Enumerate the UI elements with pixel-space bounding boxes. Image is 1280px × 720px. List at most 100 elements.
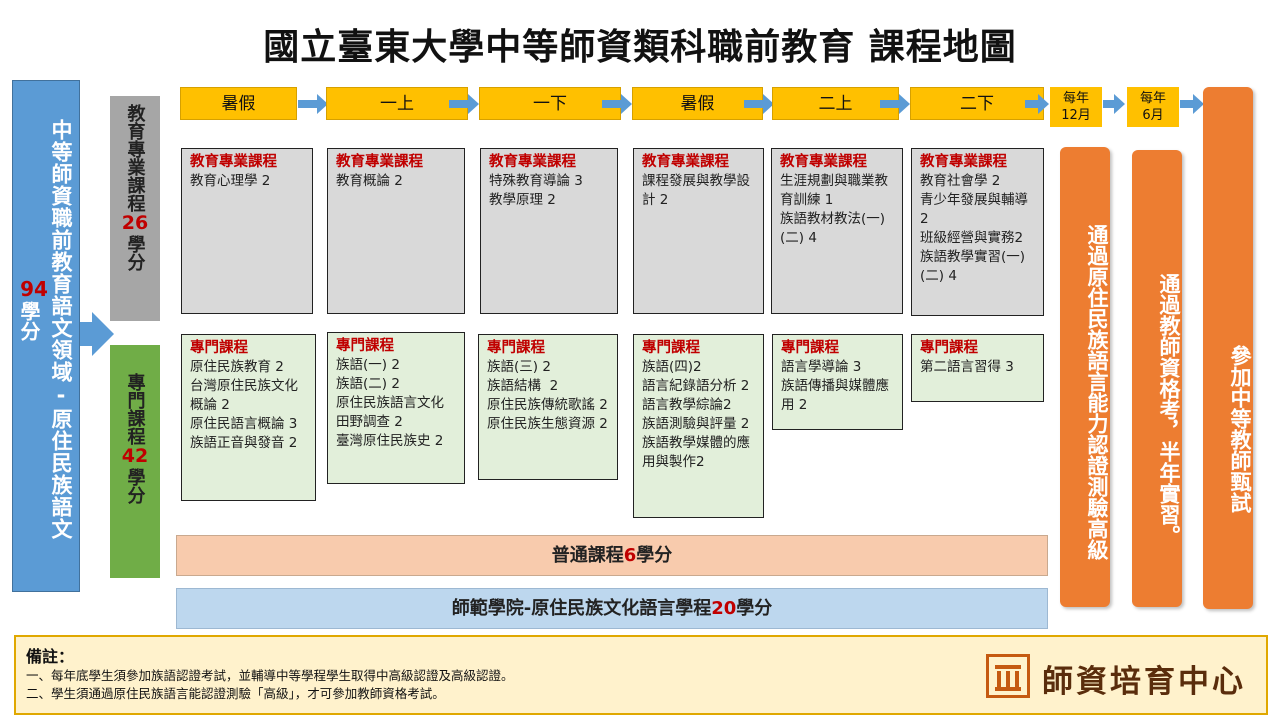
professional-course-header: 專門課程 [190, 340, 248, 356]
professional-course-box: 專門課程第二語言習得 3 [911, 334, 1044, 402]
education-course-item: 青少年發展與輔導2 [920, 192, 1028, 227]
milestone-teacher-exam-label: 通過教師資格考，半年實習。 [1157, 273, 1181, 546]
timeline-june-line1: 每年 [1139, 91, 1166, 106]
professional-course-item: 語言教學綜論2 [642, 397, 732, 413]
logo-icon [986, 654, 1030, 698]
professional-course-item: 族語傳播與媒體應用 2 [781, 378, 889, 413]
education-course-item: 班級經營與實務2 [920, 230, 1024, 246]
education-course-item: 族語教材教法(一)(二) 4 [780, 211, 886, 246]
education-course-header: 教育專業課程 [489, 154, 576, 170]
timeline-december-line2: 12月 [1061, 108, 1091, 123]
professional-course-item: 族語結構 2 [487, 378, 559, 394]
education-course-header: 教育專業課程 [336, 154, 423, 170]
notes-panel: 備註： 一、每年底學生須參加族語認證考試，並輔導中等學程學生取得中高級認證及高級… [14, 635, 1268, 715]
professional-course-item: 族語教學媒體的應用與製作2 [642, 435, 750, 470]
timeline-year2-spring: 二下 [910, 87, 1044, 120]
professional-course-item: 語言學導論 3 [781, 359, 862, 375]
category-education-label: 教育專業課程 [124, 104, 146, 212]
professional-course-header: 專門課程 [336, 338, 394, 354]
milestone-language-cert: 通過原住民族語言能力認證測驗高級 [1060, 147, 1110, 607]
page-title: 國立臺東大學中等師資類科職前教育 課程地圖 [263, 27, 1017, 68]
program-credits: 94 學分 [17, 277, 51, 341]
education-course-item: 課程發展與教學設計 2 [642, 173, 750, 208]
program-total-block: 中等師資職前教育語文領域-原住民族語文 94 學分 [12, 80, 80, 592]
education-course-item: 特殊教育導論 3 [489, 173, 583, 189]
timeline-year1-fall: 一上 [326, 87, 468, 120]
normal-college-label: 師範學院-原住民族文化語言學程 [451, 598, 712, 619]
timeline-december: 每年 12月 [1050, 87, 1102, 127]
timeline-year2-fall: 二上 [772, 87, 899, 120]
milestone-teacher-screening-label: 參加中等教師甄試 [1228, 345, 1252, 513]
education-course-box: 教育專業課程特殊教育導論 3 教學原理 2 [480, 148, 618, 314]
program-credits-unit: 學分 [17, 301, 41, 341]
professional-course-item: 族語正音與發音 2 [190, 435, 298, 451]
timeline-june: 每年 6月 [1127, 87, 1179, 127]
arrow-right-icon [602, 94, 632, 114]
professional-course-item: 語言紀錄語分析 2 [642, 378, 750, 394]
category-education: 教育專業課程 26 學分 [110, 96, 160, 321]
timeline-june-line2: 6月 [1142, 108, 1164, 123]
general-courses-credits: 6 [623, 545, 637, 566]
professional-course-item: 臺灣原住民族史 2 [336, 433, 444, 449]
milestone-teacher-screening: 參加中等教師甄試 [1203, 87, 1253, 609]
timeline-year1-spring: 一下 [479, 87, 621, 120]
category-professional-unit: 學分 [124, 468, 146, 504]
arrow-right-icon [1103, 94, 1127, 114]
general-courses-bar: 普通課程6學分 [176, 535, 1048, 576]
category-education-unit: 學分 [124, 235, 146, 271]
timeline-december-line1: 每年 [1062, 91, 1089, 106]
education-course-item: 教育概論 2 [336, 173, 403, 189]
education-course-header: 教育專業課程 [190, 154, 277, 170]
education-course-box: 教育專業課程教育概論 2 [327, 148, 465, 314]
education-course-item: 教學原理 2 [489, 192, 556, 208]
professional-course-item: 原住民族語言文化田野調查 2 [336, 395, 444, 430]
general-courses-label: 普通課程 [551, 545, 624, 566]
notes-title: 備註： [26, 647, 75, 666]
professional-course-header: 專門課程 [920, 340, 978, 356]
category-professional-credits: 42 [121, 445, 149, 467]
arrow-right-icon [744, 94, 774, 114]
category-professional-label: 專門課程 [124, 373, 146, 445]
normal-college-unit: 學分 [736, 598, 773, 619]
professional-course-header: 專門課程 [781, 340, 839, 356]
education-course-item: 教育社會學 2 [920, 173, 1001, 189]
general-courses-unit: 學分 [636, 545, 673, 566]
education-course-header: 教育專業課程 [642, 154, 729, 170]
arrow-right-icon [298, 94, 328, 114]
professional-course-box: 專門課程語言學導論 3 族語傳播與媒體應用 2 [772, 334, 903, 430]
normal-college-bar: 師範學院-原住民族文化語言學程20學分 [176, 588, 1048, 629]
timeline-summer-2: 暑假 [632, 87, 763, 120]
professional-course-header: 專門課程 [487, 340, 545, 356]
arrow-right-icon [1180, 94, 1206, 114]
professional-course-item: 原住民語言概論 3 [190, 416, 298, 432]
professional-course-item: 族語(四)2 [642, 359, 702, 375]
note-line-1: 一、每年底學生須參加族語認證考試，並輔導中等學程學生取得中高級認證及高級認證。 [26, 668, 514, 683]
education-course-box: 教育專業課程教育心理學 2 [181, 148, 313, 314]
category-professional: 專門課程 42 學分 [110, 345, 160, 578]
normal-college-credits: 20 [711, 598, 737, 619]
note-line-2: 二、學生須通過原住民族語言能認證測驗「高級」，才可參加教師資格考試。 [26, 686, 445, 701]
professional-course-item: 原住民族傳統歌謠 2 [487, 397, 608, 413]
professional-course-item: 族語(三) 2 [487, 359, 551, 375]
milestone-language-cert-label: 通過原住民族語言能力認證測驗高級 [1085, 224, 1109, 560]
professional-course-item: 第二語言習得 3 [920, 359, 1014, 375]
education-course-box: 教育專業課程課程發展與教學設計 2 [633, 148, 764, 314]
education-course-item: 生涯規劃與職業教育訓練 1 [780, 173, 888, 208]
arrow-right-icon [449, 94, 479, 114]
milestone-teacher-exam: 通過教師資格考，半年實習。 [1132, 150, 1182, 607]
education-course-header: 教育專業課程 [920, 154, 1007, 170]
category-education-credits: 26 [121, 212, 149, 234]
education-course-header: 教育專業課程 [780, 154, 867, 170]
education-course-item: 教育心理學 2 [190, 173, 271, 189]
professional-course-item: 族語(一) 2 [336, 357, 400, 373]
timeline-summer-1: 暑假 [180, 87, 297, 120]
professional-course-item: 原住民族教育 2 [190, 359, 284, 375]
logo-text: 師資培育中心 [1042, 664, 1246, 700]
arrow-right-icon [1025, 94, 1049, 114]
professional-course-item: 族語測驗與評量 2 [642, 416, 750, 432]
